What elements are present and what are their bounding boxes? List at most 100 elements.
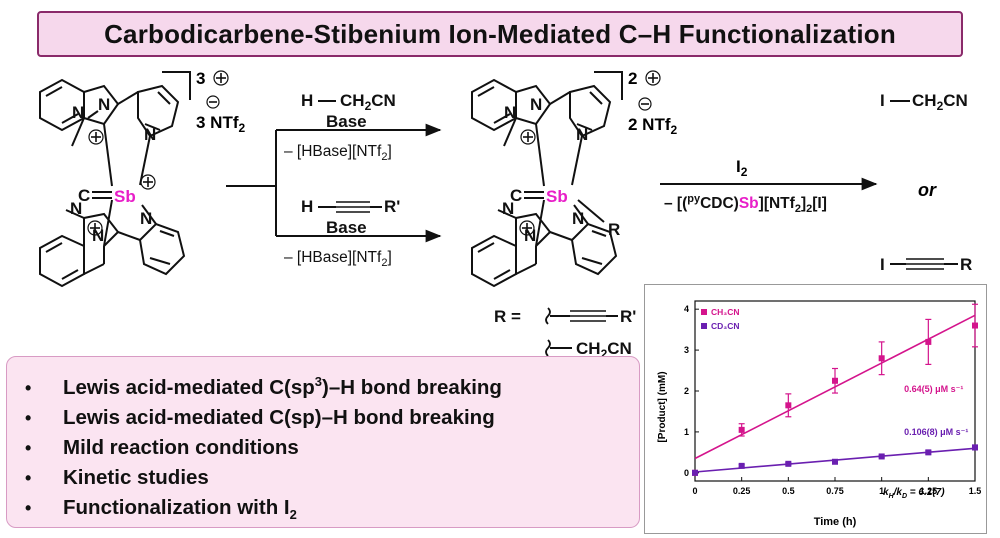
x-tick-label: 0 — [692, 486, 697, 496]
reagent-ch2cn: CH2CN — [340, 91, 396, 113]
kie-label: kH/kD = 6.1(7) — [883, 487, 945, 500]
y-tick-label: 4 — [684, 304, 689, 314]
svg-text:R': R' — [620, 307, 636, 326]
n-label: N — [70, 199, 82, 218]
data-point — [692, 469, 698, 476]
svg-text:CH2CN: CH2CN — [576, 339, 632, 360]
x-tick-label: 0.25 — [733, 486, 751, 496]
x-tick-label: 1 — [879, 486, 884, 496]
svg-text:I: I — [880, 91, 885, 110]
page-title: Carbodicarbene-Stibenium Ion-Mediated C–… — [104, 18, 896, 49]
x-tick-label: 1.25 — [920, 486, 938, 496]
reagent2-h: H — [301, 197, 313, 216]
byproduct-lower: – [HBase][NTf2] — [284, 249, 392, 269]
x-tick-label: 0.5 — [782, 486, 795, 496]
n-label: N — [140, 209, 152, 228]
svg-text:N: N — [502, 199, 514, 218]
title-banner: Carbodicarbene-Stibenium Ion-Mediated C–… — [37, 11, 963, 57]
bullet-text: Lewis acid-mediated C(sp3)–H bond breaki… — [63, 374, 502, 399]
highlights-box: • Lewis acid-mediated C(sp3)–H bond brea… — [6, 356, 640, 528]
n-label: N — [72, 103, 84, 122]
reaction-scheme: N N N C Sb N N N 3 3 NTf2 — [39, 69, 972, 360]
product-iodoacetonitrile: I CH2CN — [880, 91, 968, 113]
iodination-byproduct: – [(pyCDC)Sb][NTf2]2[I] — [664, 193, 827, 215]
base-label-lower: Base — [326, 218, 367, 237]
data-point — [785, 402, 792, 409]
reagent-h: H — [301, 91, 313, 110]
sb-label-mid: Sb — [546, 187, 568, 206]
data-point — [925, 449, 932, 456]
counterion-label: 3 NTf2 — [196, 113, 246, 135]
n-label: N — [144, 125, 156, 144]
bracket-start — [162, 71, 191, 100]
data-point — [785, 460, 792, 467]
imidazolium-lower — [83, 212, 120, 247]
starting-complex — [39, 78, 186, 288]
legend-swatch — [701, 323, 707, 329]
r-definition: R = R' CH2CN — [494, 307, 636, 360]
chart-marks: 0.64(5) μM s⁻¹ CH₃CN 0.106(8) μM s⁻¹ CD₃CN — [692, 303, 978, 476]
rate-annotation: 0.106(8) μM s⁻¹ — [904, 427, 968, 437]
legend-swatch — [701, 309, 707, 315]
i2-reagent: I2 — [736, 157, 748, 179]
data-point — [738, 426, 745, 433]
n-label: N — [98, 95, 110, 114]
data-point — [738, 462, 745, 469]
data-point — [972, 322, 978, 329]
svg-text:N: N — [530, 95, 542, 114]
reagent2-r: R' — [384, 197, 400, 216]
bullet-item: • Lewis acid-mediated C(sp)–H bond break… — [25, 403, 639, 433]
bullet-dot: • — [25, 377, 32, 398]
bullet-dot: • — [25, 497, 32, 518]
bullet-dot: • — [25, 467, 32, 488]
data-point — [925, 338, 932, 345]
svg-text:R: R — [960, 255, 972, 274]
legend-label: CH₃CN — [711, 307, 739, 317]
data-point — [832, 377, 838, 384]
byproduct-upper: – [HBase][NTf2] — [284, 143, 392, 163]
data-point — [878, 453, 885, 460]
legend-label: CD₃CN — [711, 321, 739, 331]
product-iodoalkyne: I R — [880, 255, 972, 274]
bullet-item: • Functionalization with I2 — [25, 493, 639, 530]
base-label-upper: Base — [326, 112, 367, 131]
y-axis-label: [Product] (mM) — [657, 371, 668, 442]
svg-text:N: N — [504, 103, 516, 122]
mid-charge: 2 — [628, 69, 637, 88]
y-tick-label: 0 — [684, 468, 689, 478]
bullet-text: Kinetic studies — [63, 465, 209, 489]
mid-counterion: 2 NTf2 — [628, 115, 678, 137]
bullet-item: • Lewis acid-mediated C(sp3)–H bond brea… — [25, 367, 639, 403]
svg-text:N: N — [572, 209, 584, 228]
x-tick-label: 1.5 — [969, 486, 982, 496]
svg-text:CH2CN: CH2CN — [912, 91, 968, 113]
bullet-dot: • — [25, 437, 32, 458]
bullet-text: Lewis acid-mediated C(sp)–H bond breakin… — [63, 405, 495, 429]
data-point — [878, 355, 885, 362]
charge-label: 3 — [196, 69, 205, 88]
svg-text:I: I — [880, 255, 885, 274]
y-tick-label: 3 — [684, 345, 689, 355]
svg-text:N: N — [576, 125, 588, 144]
y-tick-label: 1 — [684, 427, 689, 437]
or-label: or — [918, 180, 937, 200]
sb-label: Sb — [114, 187, 136, 206]
intermediate-complex: N N N C Sb N N N R 2 — [471, 69, 678, 288]
carbon-label: C — [78, 186, 90, 205]
y-tick-label: 2 — [684, 386, 689, 396]
svg-text:C: C — [510, 186, 522, 205]
pyridine-upper — [137, 84, 180, 138]
bullet-text: Functionalization with I2 — [63, 495, 297, 522]
svg-text:R =: R = — [494, 307, 521, 326]
bullet-item: • Kinetic studies — [25, 463, 639, 493]
data-point — [832, 458, 838, 465]
x-axis-label: Time (h) — [814, 516, 857, 528]
bullet-dot: • — [25, 407, 32, 428]
rate-annotation: 0.64(5) μM s⁻¹ — [904, 384, 963, 394]
bullet-item: • Mild reaction conditions — [25, 433, 639, 463]
bullet-text: Mild reaction conditions — [63, 435, 299, 459]
